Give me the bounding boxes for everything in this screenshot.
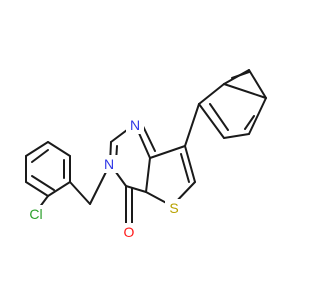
bond bbox=[25, 141, 49, 157]
bond bbox=[184, 145, 196, 183]
atom-n1: N bbox=[130, 117, 140, 133]
label-bg bbox=[120, 223, 138, 241]
bond bbox=[69, 181, 91, 205]
atom-s: S bbox=[169, 200, 178, 216]
bond bbox=[248, 69, 267, 99]
atom-n3: N bbox=[104, 156, 114, 172]
bond bbox=[31, 149, 49, 163]
atom-label-layer: N N S O Cl bbox=[23, 116, 183, 241]
bond bbox=[198, 83, 225, 105]
bond bbox=[223, 133, 250, 139]
bond bbox=[198, 103, 225, 139]
bond bbox=[25, 181, 49, 197]
bond bbox=[47, 181, 71, 197]
bond bbox=[47, 141, 71, 157]
bond bbox=[184, 103, 200, 147]
bond-layer bbox=[25, 69, 267, 229]
label-bg bbox=[165, 199, 183, 217]
bond bbox=[145, 157, 151, 193]
atom-cl: Cl bbox=[29, 206, 42, 222]
label-bg bbox=[126, 116, 144, 134]
bond bbox=[209, 103, 229, 131]
bond bbox=[223, 83, 267, 99]
bond bbox=[125, 185, 147, 193]
label-bg bbox=[23, 205, 49, 223]
bond bbox=[180, 153, 190, 183]
bond bbox=[31, 175, 55, 191]
label-bg bbox=[100, 155, 118, 173]
bond bbox=[248, 97, 267, 135]
bond bbox=[244, 115, 255, 130]
atom-o: O bbox=[124, 224, 135, 240]
bond bbox=[231, 71, 250, 79]
bond bbox=[149, 145, 186, 159]
molecule-structure-drawing: N N S O Cl bbox=[23, 69, 267, 241]
